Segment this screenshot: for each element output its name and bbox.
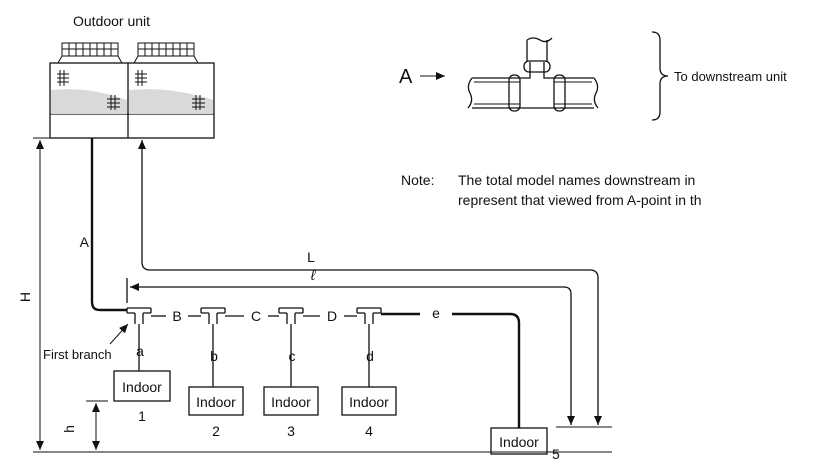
point-a-label: A bbox=[399, 66, 413, 88]
indoor-unit-2: Indoor 2 bbox=[188, 386, 244, 439]
indoor-unit-5: Indoor 5 bbox=[490, 427, 560, 462]
indoor-unit-label: Indoor bbox=[349, 394, 389, 410]
label-A: A bbox=[80, 234, 90, 250]
label-d: d bbox=[366, 348, 374, 364]
length-L-dimension bbox=[138, 140, 602, 425]
label-C: C bbox=[251, 308, 261, 324]
label-a: a bbox=[136, 343, 144, 359]
indoor-unit-number: 3 bbox=[287, 423, 295, 439]
note-line-2: represent that viewed from A-point in th bbox=[458, 192, 702, 208]
indoor-unit-label: Indoor bbox=[122, 379, 162, 395]
length-ell-dimension bbox=[130, 283, 575, 425]
branch-fittings: B C D bbox=[126, 307, 382, 387]
outdoor-unit bbox=[49, 42, 215, 139]
indoor-unit-number: 5 bbox=[552, 446, 560, 459]
indoor-unit-label: Indoor bbox=[196, 394, 236, 410]
pipe-e-segment bbox=[452, 312, 521, 428]
indoor-unit-label: Indoor bbox=[499, 434, 539, 450]
label-L: L bbox=[307, 249, 315, 265]
label-B: B bbox=[172, 308, 181, 324]
label-H: H bbox=[17, 292, 33, 302]
outdoor-unit-label: Outdoor unit bbox=[73, 13, 150, 29]
to-downstream-label: To downstream unit bbox=[674, 69, 787, 84]
indoor-unit-3: Indoor 3 bbox=[263, 386, 319, 439]
indoor-unit-1: Indoor 1 bbox=[113, 370, 171, 424]
first-branch-label: First branch bbox=[43, 347, 112, 362]
label-h: h bbox=[61, 425, 77, 433]
main-pipe-A bbox=[90, 138, 127, 312]
label-e: e bbox=[432, 305, 440, 321]
indoor-unit-number: 2 bbox=[212, 423, 220, 439]
indoor-unit-number: 4 bbox=[365, 423, 373, 439]
label-D: D bbox=[327, 308, 337, 324]
indoor-unit-number: 1 bbox=[138, 408, 146, 424]
note-line-1: The total model names downstream in bbox=[458, 172, 695, 188]
label-c: c bbox=[289, 348, 296, 364]
first-branch-arrow bbox=[109, 323, 129, 345]
label-b: b bbox=[210, 348, 218, 364]
brace-icon bbox=[651, 31, 669, 121]
note-prefix: Note: bbox=[401, 172, 434, 188]
indoor-unit-label: Indoor bbox=[271, 394, 311, 410]
fan-grille-icon bbox=[57, 42, 123, 64]
fan-grille-icon bbox=[133, 42, 199, 64]
indoor-unit-4: Indoor 4 bbox=[341, 386, 397, 439]
label-ell: ℓ bbox=[310, 267, 316, 283]
branch-joint-detail bbox=[467, 37, 599, 112]
vent-marks bbox=[57, 70, 205, 110]
